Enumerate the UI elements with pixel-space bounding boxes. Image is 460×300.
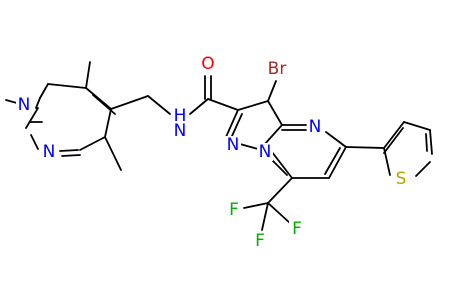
atom-f: F	[292, 219, 302, 239]
bond	[324, 147, 341, 175]
bond	[271, 151, 293, 179]
bond	[104, 108, 112, 138]
atom-nh-h: H	[174, 106, 187, 126]
bond	[243, 202, 269, 209]
bond	[415, 161, 431, 177]
bond	[325, 131, 347, 148]
bond	[85, 61, 91, 89]
bond	[79, 136, 106, 151]
atom-nh-n: N	[174, 121, 187, 141]
bond	[61, 154, 81, 157]
atom-s: S	[396, 169, 407, 189]
bond	[345, 146, 385, 149]
bond	[267, 202, 292, 225]
atom-o: O	[201, 54, 214, 74]
atom-n: N	[259, 142, 272, 162]
atom-f: F	[229, 200, 239, 220]
atom-n: N	[18, 95, 31, 115]
atom-f: F	[255, 231, 265, 251]
atom-n: N	[309, 117, 322, 137]
bond	[189, 98, 209, 115]
bond	[104, 136, 122, 171]
bond	[231, 113, 243, 137]
atom-labels: N N H N O Br N N N S F F F	[16, 54, 409, 251]
bond	[85, 87, 112, 110]
bond	[39, 83, 49, 99]
bond	[35, 97, 41, 109]
bond	[383, 147, 391, 176]
bond	[59, 149, 79, 152]
bond	[225, 109, 239, 138]
bond	[383, 121, 405, 149]
bond	[207, 98, 239, 111]
bond	[47, 83, 87, 89]
bond	[383, 127, 404, 154]
bond	[261, 202, 269, 231]
bond	[267, 80, 277, 102]
atom-br: Br	[268, 59, 287, 79]
atom-n: N	[43, 142, 56, 162]
bond	[92, 94, 116, 115]
bond	[267, 100, 283, 126]
bond	[403, 121, 431, 131]
bond	[263, 124, 283, 146]
bond	[110, 95, 149, 110]
bond	[25, 107, 39, 129]
atom-n: N	[227, 135, 240, 155]
bond	[425, 133, 428, 152]
bond	[147, 95, 171, 115]
bond	[237, 100, 269, 111]
bond	[328, 146, 347, 179]
bonds	[5, 61, 433, 231]
bond	[239, 143, 259, 150]
bond	[30, 134, 39, 150]
bond	[429, 129, 433, 155]
bond	[267, 177, 293, 204]
